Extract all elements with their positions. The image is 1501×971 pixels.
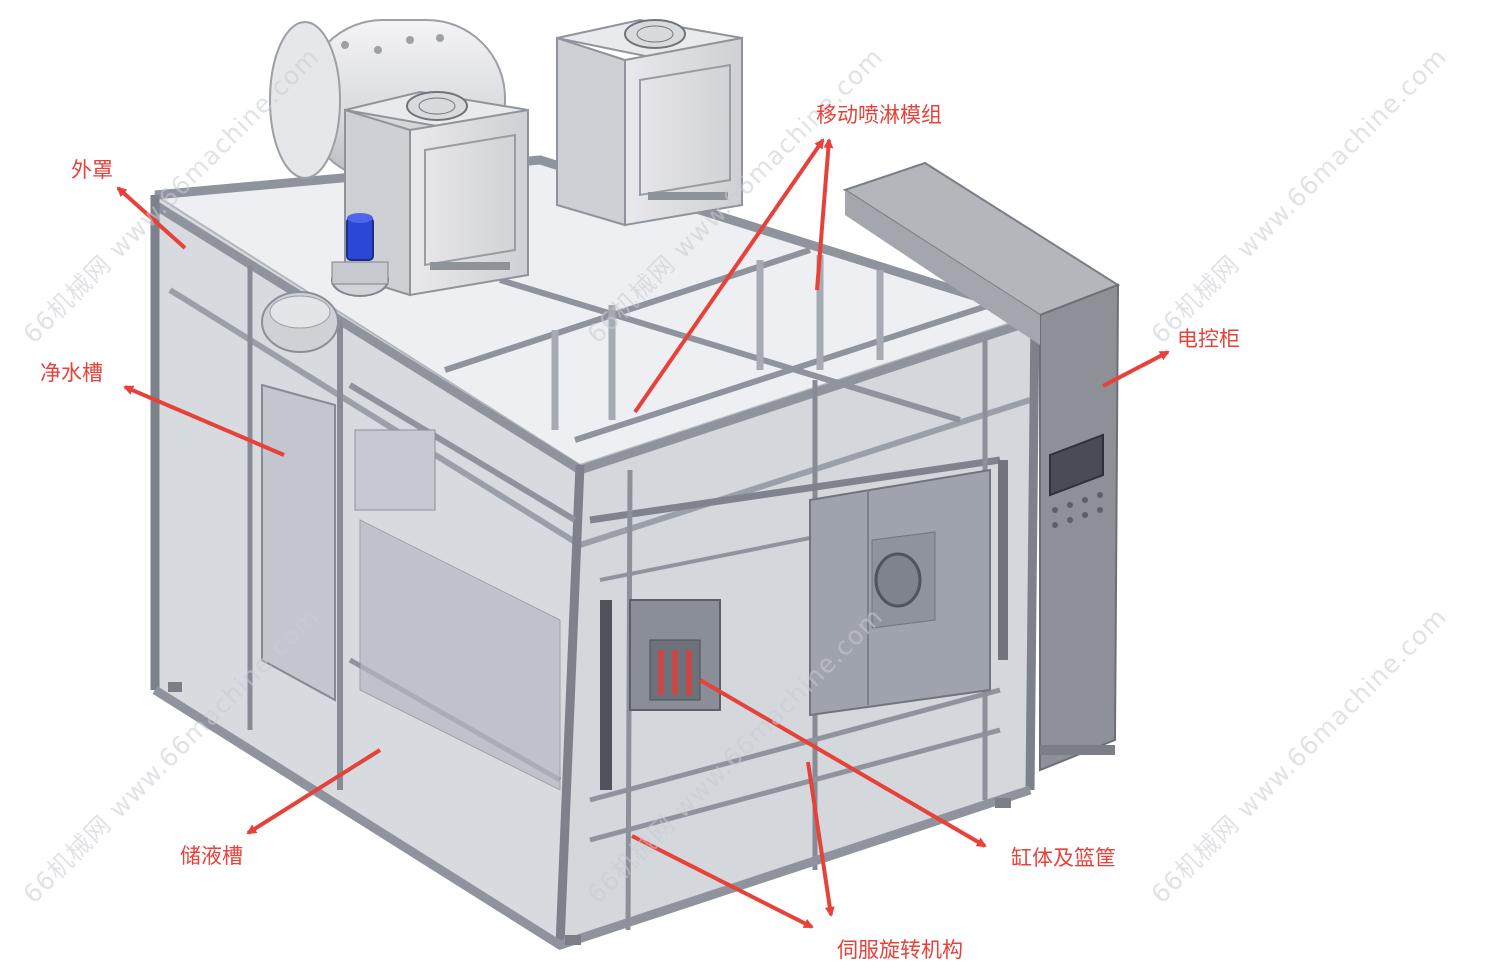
blue-motor [331, 213, 389, 297]
label-servo-rotation: 伺服旋转机构 [837, 938, 963, 962]
label-cylinder-basket: 缸体及篮筐 [1011, 846, 1116, 870]
side-door [809, 460, 1008, 717]
label-spray-module: 移动喷淋模组 [816, 103, 942, 127]
label-cover: 外罩 [71, 158, 113, 182]
cooler-unit-left [344, 90, 529, 297]
basket-cylinder [600, 599, 721, 790]
tank-parts [261, 291, 561, 791]
label-control-cabinet: 电控柜 [1177, 327, 1240, 351]
label-storage-tank: 储液槽 [180, 844, 243, 868]
control-cabinet [842, 161, 1121, 772]
annotation-arrows [116, 138, 1170, 929]
label-clean-tank: 净水槽 [40, 361, 103, 385]
machine-feet [168, 682, 1011, 945]
cooler-unit-right [556, 18, 743, 227]
